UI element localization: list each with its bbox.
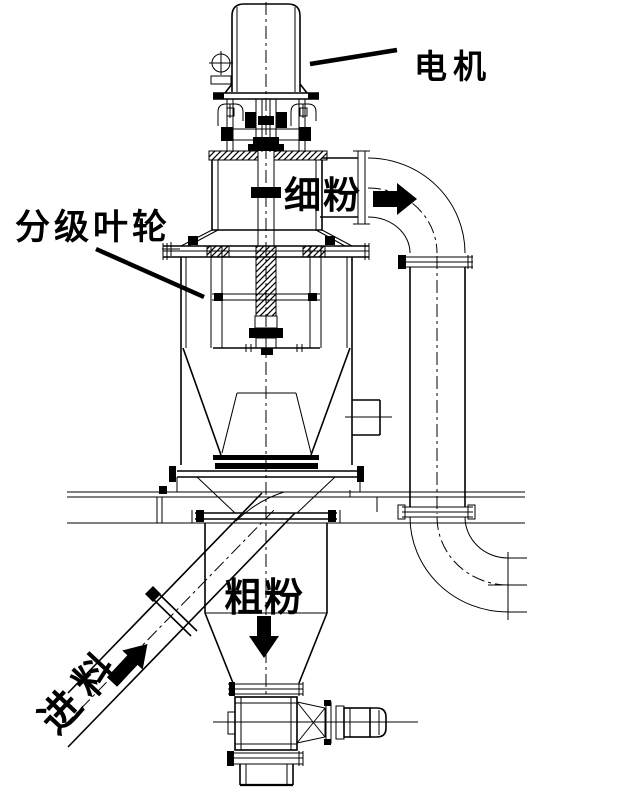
flange-bolt — [188, 236, 198, 245]
drive-stand — [217, 99, 317, 152]
motor-leader-line — [309, 47, 398, 67]
annotations: 电机 分级叶轮 细粉 粗粉 进料 — [15, 47, 492, 742]
impeller-shaft — [255, 245, 277, 317]
upper-casing — [180, 150, 353, 247]
label-motor: 电机 — [414, 49, 492, 86]
fine-powder-flow-arrow-icon — [373, 183, 417, 215]
lower-hopper — [191, 491, 341, 684]
rotary-valve — [227, 682, 387, 787]
discharge-spout — [239, 764, 294, 787]
coarse-powder-flow-arrow-icon — [249, 616, 279, 658]
fine-powder-duct — [320, 150, 370, 225]
coupling — [245, 112, 256, 128]
classifier-chamber — [162, 236, 370, 465]
classifier-impeller — [210, 245, 322, 355]
flange-bolt — [325, 236, 335, 245]
fine-powder-pipe — [367, 157, 527, 620]
cone-hopper — [169, 347, 381, 514]
valve-motor — [343, 707, 387, 738]
pipe-flange-bolt — [145, 586, 161, 602]
support-platform — [67, 486, 525, 524]
feed-pipe — [67, 492, 296, 748]
label-coarse-powder: 粗粉 — [224, 577, 304, 620]
feed-flow-arrow-icon — [106, 643, 148, 687]
label-classifier-impeller: 分级叶轮 — [15, 208, 171, 247]
motor-assembly — [209, 3, 319, 100]
impeller-leader-line — [95, 246, 205, 300]
flange-bolt — [398, 255, 406, 269]
label-fine-powder: 细粉 — [284, 175, 362, 217]
